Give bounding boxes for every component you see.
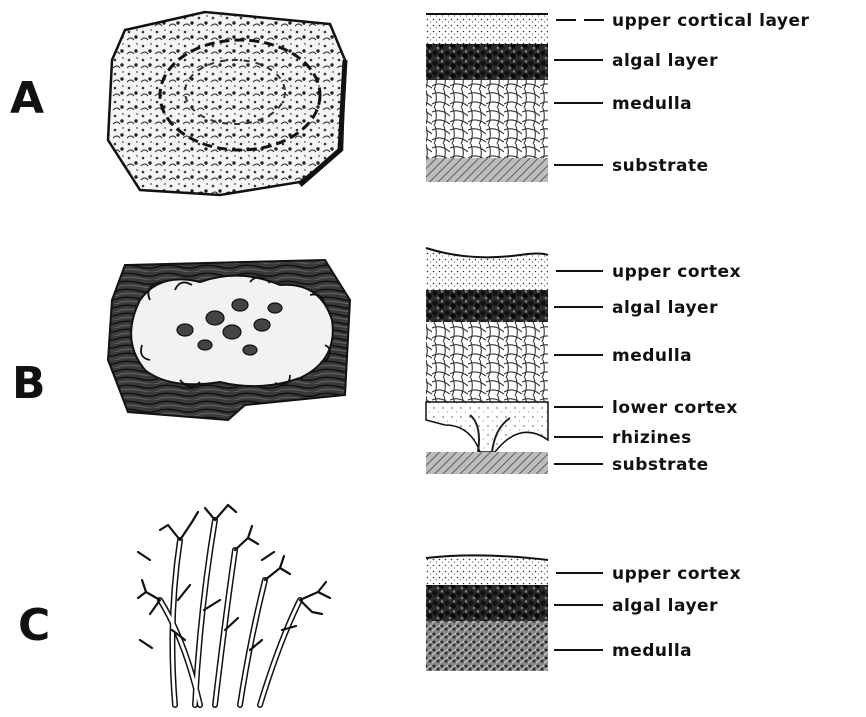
label-medulla-c: medulla (612, 641, 692, 661)
label-upper-cortical-layer: upper cortical layer (612, 11, 810, 31)
label-algal-layer-c: algal layer (612, 596, 718, 616)
label-medulla-b: medulla (612, 346, 692, 366)
labels-c: upper cortex algal layer medulla (554, 564, 741, 661)
cross-section-b (426, 248, 548, 474)
foliose-lichen-illustration (108, 260, 350, 420)
label-substrate-b: substrate (612, 455, 709, 475)
label-upper-cortex-b: upper cortex (612, 262, 741, 282)
label-algal-layer-b: algal layer (612, 298, 718, 318)
cross-section-c (426, 555, 548, 671)
panel-b-letter: B (12, 358, 46, 409)
panel-a-letter: A (10, 73, 44, 124)
label-medulla-a: medulla (612, 94, 692, 114)
label-lower-cortex: lower cortex (612, 398, 738, 418)
label-algal-layer-a: algal layer (612, 51, 718, 71)
labels-a: upper cortical layer algal layer medulla… (554, 11, 810, 176)
panel-c-letter: C (18, 600, 50, 651)
fruticose-lichen-illustration (138, 505, 330, 705)
labels-b: upper cortex algal layer medulla lower c… (554, 262, 741, 475)
label-substrate-a: substrate (612, 156, 709, 176)
label-rhizines: rhizines (612, 428, 692, 448)
cross-section-a (426, 14, 548, 182)
crustose-lichen-illustration (108, 12, 345, 195)
label-upper-cortex-c: upper cortex (612, 564, 741, 584)
